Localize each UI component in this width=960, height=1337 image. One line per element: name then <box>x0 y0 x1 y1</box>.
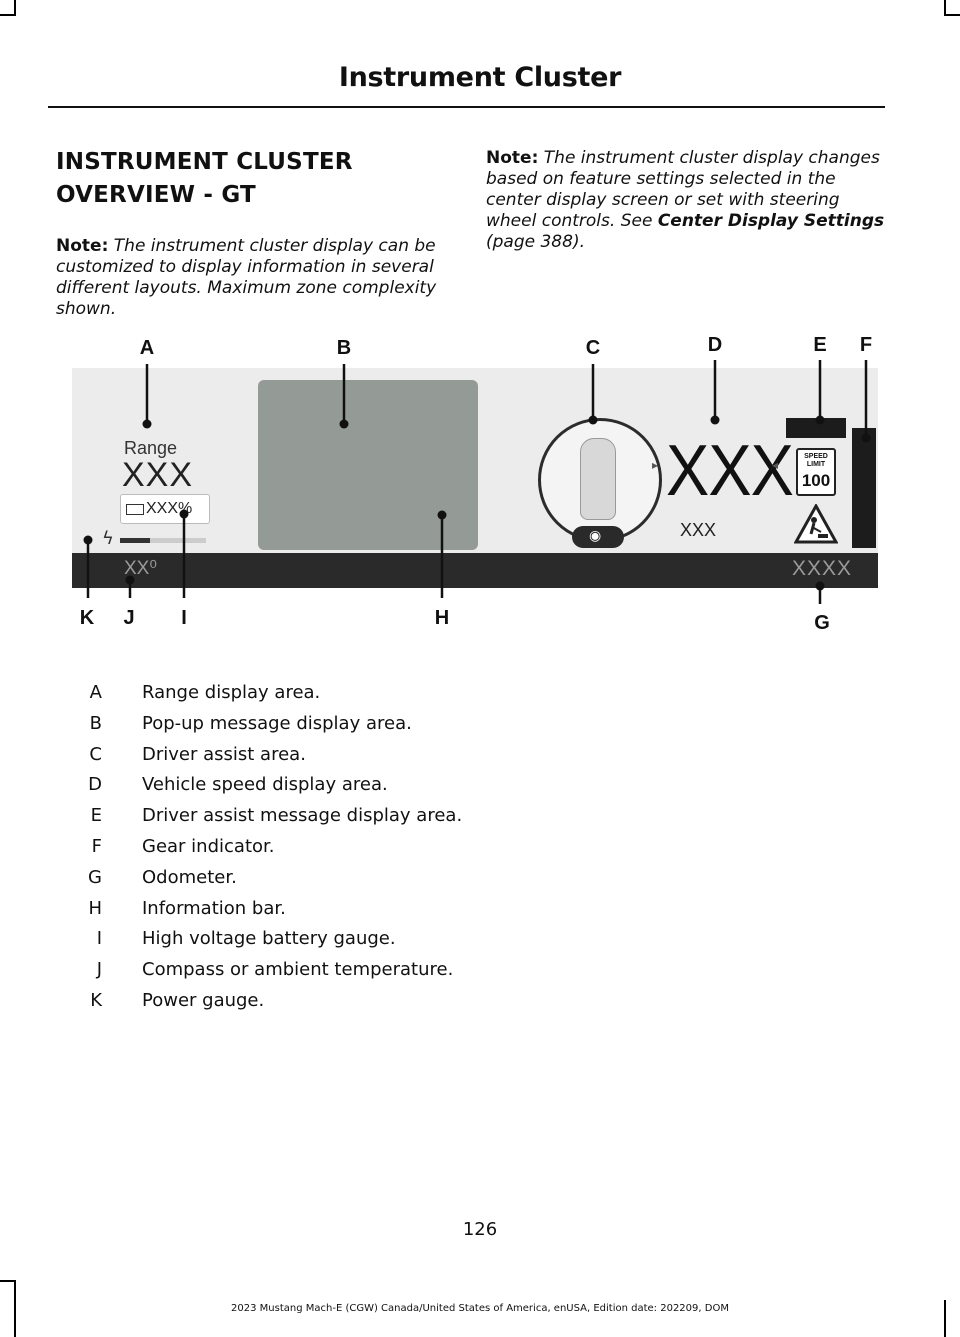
driver-assist-message-area <box>786 418 846 438</box>
legend-letter: I <box>96 928 102 950</box>
callout-i: I <box>181 607 187 629</box>
power-gauge-bar <box>120 538 206 543</box>
legend-item: F Gear indicator. <box>60 836 560 867</box>
legend-item: K Power gauge. <box>60 990 560 1021</box>
battery-gauge-box <box>120 494 210 524</box>
legend-description: Vehicle speed display area. <box>142 774 388 796</box>
legend-letter: A <box>89 682 102 703</box>
battery-icon <box>126 504 144 515</box>
crop-mark <box>14 0 16 16</box>
legend-description: Information bar. <box>142 897 286 919</box>
legend-item: C Driver assist area. <box>60 744 560 775</box>
page-footer: 2023 Mustang Mach-E (CGW) Canada/United … <box>231 1303 729 1314</box>
note-right: Note: The instrument cluster display cha… <box>486 148 886 253</box>
speed-secondary: XXX <box>680 520 717 540</box>
page-reference: (page 388). <box>486 232 585 252</box>
note-label: Note: <box>486 148 539 168</box>
car-icon <box>580 438 616 520</box>
callout-b: B <box>336 337 352 359</box>
gear-indicator <box>852 428 876 548</box>
legend-letter: B <box>89 712 102 734</box>
callout-j: J <box>123 607 135 629</box>
speed-limit-label: SPEED LIMIT <box>804 453 828 468</box>
legend-letter: G <box>88 866 102 888</box>
crop-mark <box>14 1280 16 1337</box>
legend-description: Power gauge. <box>142 989 265 1011</box>
legend-item: I High voltage battery gauge. <box>60 928 560 959</box>
vehicle-speed: XXX <box>666 431 794 511</box>
callout-f: F <box>859 334 873 356</box>
legend-item: D Vehicle speed display area. <box>60 774 560 805</box>
left-column: INSTRUMENT CLUSTER OVERVIEW - GT Note: T… <box>56 146 446 320</box>
legend-item: H Information bar. <box>60 898 560 929</box>
lightning-bolt-icon: ϟ <box>102 528 114 549</box>
legend-letter: H <box>88 897 102 919</box>
legend-description: Gear indicator. <box>142 835 275 857</box>
ambient-temperature: XX⁰ <box>124 558 157 579</box>
page-number: 126 <box>462 1219 498 1240</box>
legend-letter: E <box>90 805 102 827</box>
legend-item: G Odometer. <box>60 867 560 898</box>
legend-description: Driver assist area. <box>142 743 306 765</box>
legend-description: Odometer. <box>142 866 237 888</box>
odometer: XXXX <box>792 557 853 580</box>
road-work-icon <box>794 504 838 544</box>
crop-mark <box>0 1280 16 1282</box>
crop-mark <box>0 14 16 16</box>
power-gauge-fill <box>120 538 150 543</box>
crop-mark <box>944 14 960 16</box>
legend-list: A Range display area. B Pop-up message dis… <box>60 682 560 1021</box>
legend-description: Compass or ambient temperature. <box>142 959 454 981</box>
note-left: Note: The instrument cluster display can… <box>56 236 446 320</box>
page-header-title: Instrument Cluster <box>338 62 622 93</box>
arrow-left-icon: ◂ <box>772 458 779 472</box>
range-label: Range <box>124 438 178 458</box>
legend-item: J Compass or ambient temperature. <box>60 959 560 990</box>
legend-item: B Pop-up message display area. <box>60 713 560 744</box>
header-rule <box>48 106 885 108</box>
legend-description: High voltage battery gauge. <box>142 928 396 950</box>
driver-assist-pill <box>572 526 624 548</box>
battery-value: XXX% <box>146 500 193 517</box>
callout-g: G <box>814 612 830 634</box>
cross-reference-link[interactable]: Center Display Settings <box>657 211 885 231</box>
section-title: INSTRUMENT CLUSTER OVERVIEW - GT <box>56 146 446 212</box>
callout-a: A <box>139 337 155 359</box>
instrument-cluster-figure: Range XXX XXX% ϟ ◉ ▸ XXX ◂ XXX SPEED LIM… <box>72 368 878 588</box>
note-text: The instrument cluster display changes b… <box>486 148 880 231</box>
section-title-line2: OVERVIEW - GT <box>56 182 256 208</box>
crop-mark <box>944 1300 946 1337</box>
speed-limit-value: 100 <box>801 471 831 490</box>
right-column: Note: The instrument cluster display cha… <box>486 148 886 253</box>
legend-description: Range display area. <box>142 682 321 703</box>
section-title-line1: INSTRUMENT CLUSTER <box>56 149 353 175</box>
legend-letter: D <box>88 774 102 796</box>
callout-h: H <box>434 607 450 629</box>
callout-c: C <box>585 337 601 359</box>
callout-e: E <box>813 334 827 356</box>
legend-letter: C <box>89 743 102 765</box>
legend-letter: K <box>90 989 102 1011</box>
note-label: Note: <box>56 236 109 256</box>
range-value: XXX <box>122 456 194 494</box>
legend-letter: J <box>96 959 102 981</box>
speed-limit-sign: SPEED LIMIT 100 <box>796 448 836 496</box>
legend-item: A Range display area. <box>60 682 560 713</box>
legend-letter: F <box>91 835 102 857</box>
steering-wheel-icon: ◉ <box>589 528 602 544</box>
information-bar <box>72 553 878 588</box>
note-text: The instrument cluster display can be cu… <box>56 236 437 319</box>
legend-description: Driver assist message display area. <box>142 805 463 827</box>
arrow-right-icon: ▸ <box>652 458 659 472</box>
crop-mark <box>944 0 946 16</box>
legend-description: Pop-up message display area. <box>142 712 412 734</box>
popup-message-area <box>258 380 478 550</box>
legend-item: E Driver assist message display area. <box>60 805 560 836</box>
callout-k: K <box>79 607 95 629</box>
callout-d: D <box>707 334 723 356</box>
